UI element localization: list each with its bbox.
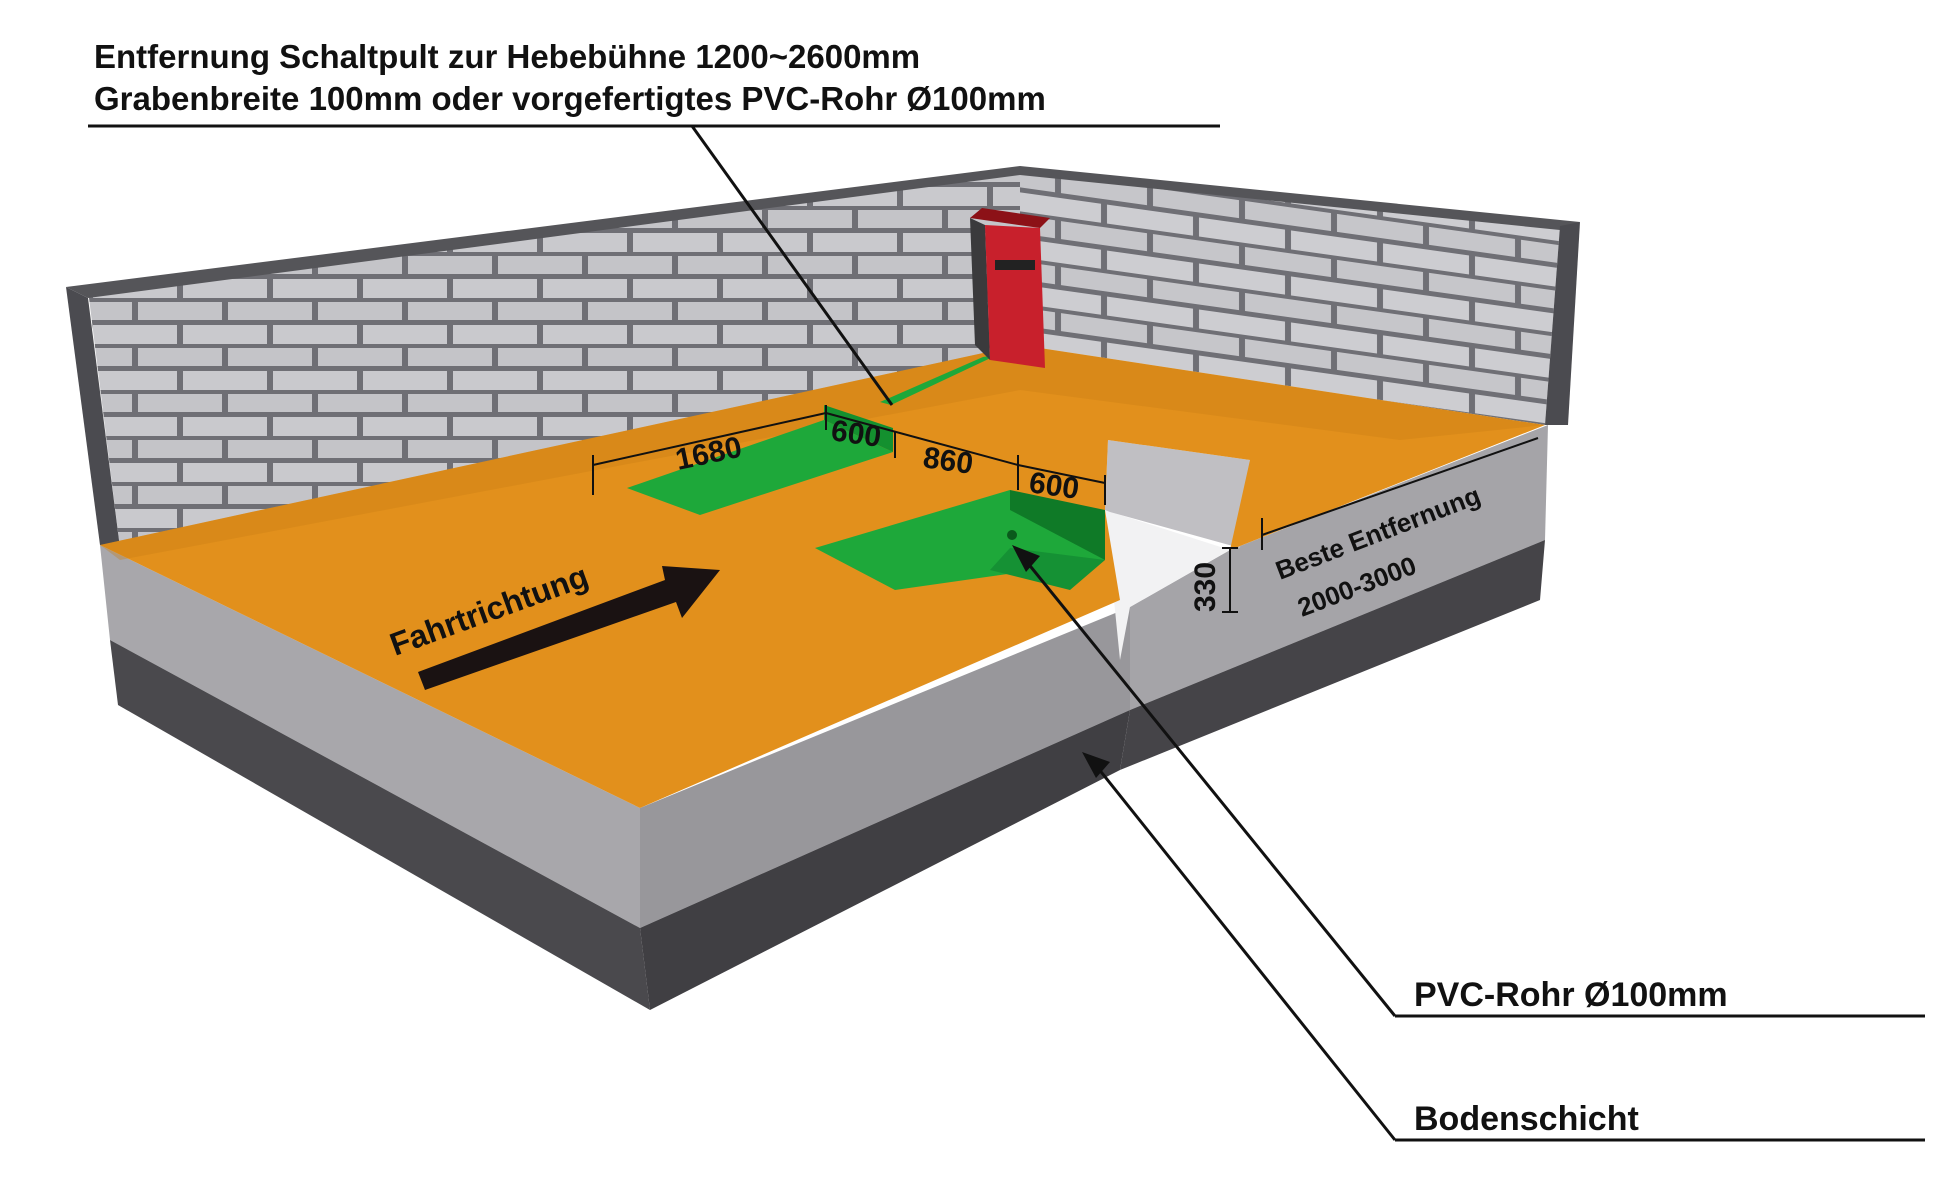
callout-floor-layer: Bodenschicht [1414,1100,1639,1138]
base-layer-left [110,640,650,1010]
base-layer-front [640,710,1130,1010]
right-pit-floor [990,548,1105,590]
back-wall-left-top [66,166,1020,298]
direction-arrow-icon [418,566,720,690]
pipe-arrowhead-icon [1012,545,1040,572]
back-wall-left-edge [66,287,120,548]
back-wall-right [1020,168,1560,425]
pvc-pipe-opening [1007,530,1017,540]
base-layer-right [1120,540,1545,770]
floor-surface [100,345,1545,808]
back-wall-right-top [1020,166,1580,230]
control-cabinet [970,208,1050,368]
slab-right-front [1130,425,1548,710]
callout-pvc-pipe: PVC-Rohr Ø100mm [1414,976,1728,1014]
step-height-label: 330 [1189,562,1222,612]
cable-trench [880,355,997,405]
slab-front-side [640,607,1130,928]
right-pit-wall [1010,490,1105,560]
leader-lines [88,124,1925,1142]
left-pit-opening [627,420,893,515]
left-pit-width-label: 600 [829,414,883,454]
back-wall-right-edge [1545,222,1580,425]
layer-arrowhead-icon [1082,752,1110,778]
lift-bay-wall [1105,440,1250,548]
dimension-lines [592,405,1539,613]
right-pit-width-label: 600 [1027,466,1081,506]
pit-gap-label: 860 [921,441,975,481]
lift-bay-floor [1105,510,1230,660]
callout-distance: Entfernung Schaltpult zur Hebebühne 1200… [94,38,921,75]
slab-left-side [100,545,640,928]
callout-trench: Grabenbreite 100mm oder vorgefertigtes P… [94,80,1046,117]
floor-shade [100,345,1545,560]
